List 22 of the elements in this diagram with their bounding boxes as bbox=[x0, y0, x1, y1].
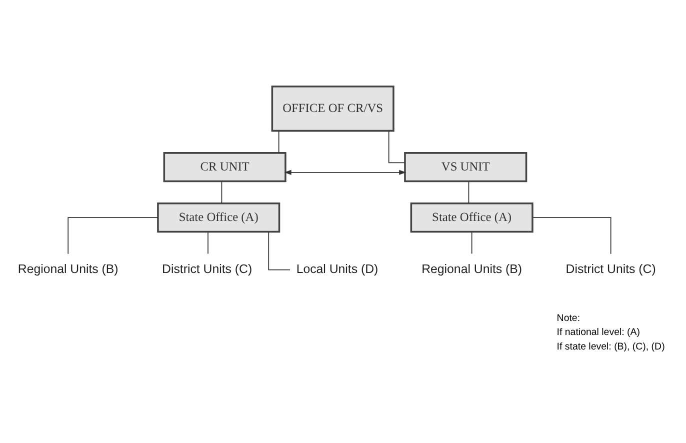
node-box: State Office (A) bbox=[410, 202, 534, 232]
arrow bbox=[284, 169, 406, 174]
node-text: District Units (C) bbox=[162, 262, 252, 276]
label: Note: bbox=[556, 312, 580, 324]
node-box: State Office (A) bbox=[157, 202, 280, 232]
node-box: VS UNIT bbox=[404, 152, 528, 182]
connector bbox=[468, 180, 470, 204]
connector bbox=[388, 130, 406, 163]
node-box: CR UNIT bbox=[163, 152, 286, 182]
node-text: Regional Units (B) bbox=[18, 262, 118, 276]
connector bbox=[471, 230, 472, 254]
connector bbox=[532, 216, 612, 254]
connector bbox=[268, 230, 290, 270]
node-text: District Units (C) bbox=[566, 262, 656, 276]
label: If national level: (A) bbox=[556, 326, 640, 338]
label: If state level: (B), (C), (D) bbox=[556, 340, 665, 352]
connector bbox=[278, 130, 280, 153]
node-text: Regional Units (B) bbox=[422, 262, 522, 276]
connector bbox=[68, 216, 158, 254]
connector bbox=[221, 180, 222, 204]
node-box: OFFICE OF CR/VS bbox=[271, 85, 394, 132]
node-text: Local Units (D) bbox=[296, 262, 378, 276]
